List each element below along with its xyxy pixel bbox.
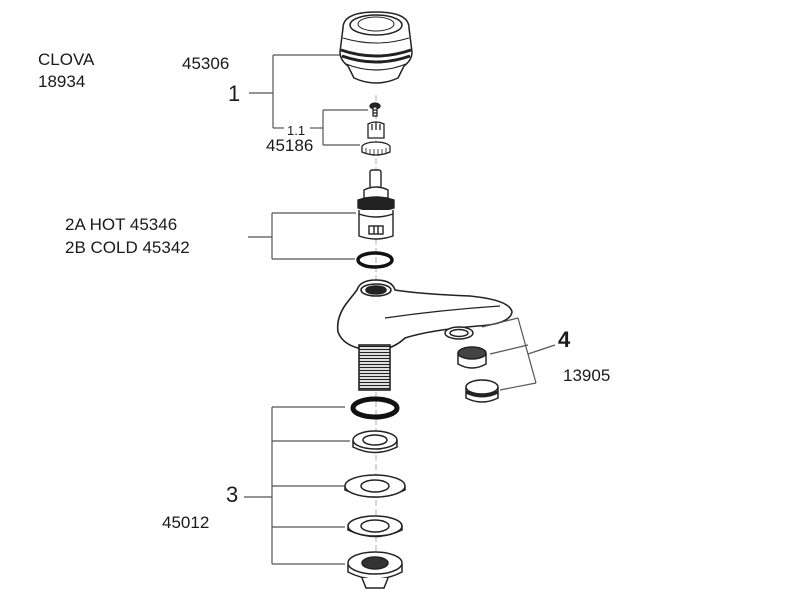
- part-4-leaders: [481, 317, 556, 391]
- adaptor: [361, 121, 391, 156]
- part-1-1-code: 45186: [266, 136, 314, 155]
- part-2a-label: 2A HOT 45346: [65, 215, 178, 234]
- part-3-leaders: [244, 406, 350, 565]
- flat-washer-2: [347, 515, 403, 538]
- o-ring-lower: [350, 396, 400, 420]
- handle-cap: [339, 11, 413, 84]
- screw: [369, 102, 381, 117]
- valve-cartridge: [357, 169, 395, 240]
- o-ring-upper: [356, 251, 394, 269]
- part-4-number: 4: [558, 327, 571, 352]
- part-1-1-number: 1.1: [287, 123, 306, 138]
- product-code: 18934: [38, 72, 86, 91]
- aerator-parts: [444, 326, 499, 403]
- part-1-leaders: [249, 54, 368, 146]
- part-3-number: 3: [226, 482, 239, 507]
- product-name: CLOVA: [38, 50, 95, 69]
- part-4-code: 13905: [563, 366, 611, 385]
- part-2-leaders: [248, 212, 356, 260]
- part-2b-label: 2B COLD 45342: [65, 238, 190, 257]
- flat-washer-1: [344, 474, 406, 498]
- spacer-washer: [352, 430, 398, 454]
- part-1-code: 45306: [182, 54, 230, 73]
- back-nut: [347, 551, 403, 589]
- part-3-code: 45012: [162, 513, 210, 532]
- tap-body: [336, 279, 513, 391]
- part-1-number: 1: [228, 81, 241, 106]
